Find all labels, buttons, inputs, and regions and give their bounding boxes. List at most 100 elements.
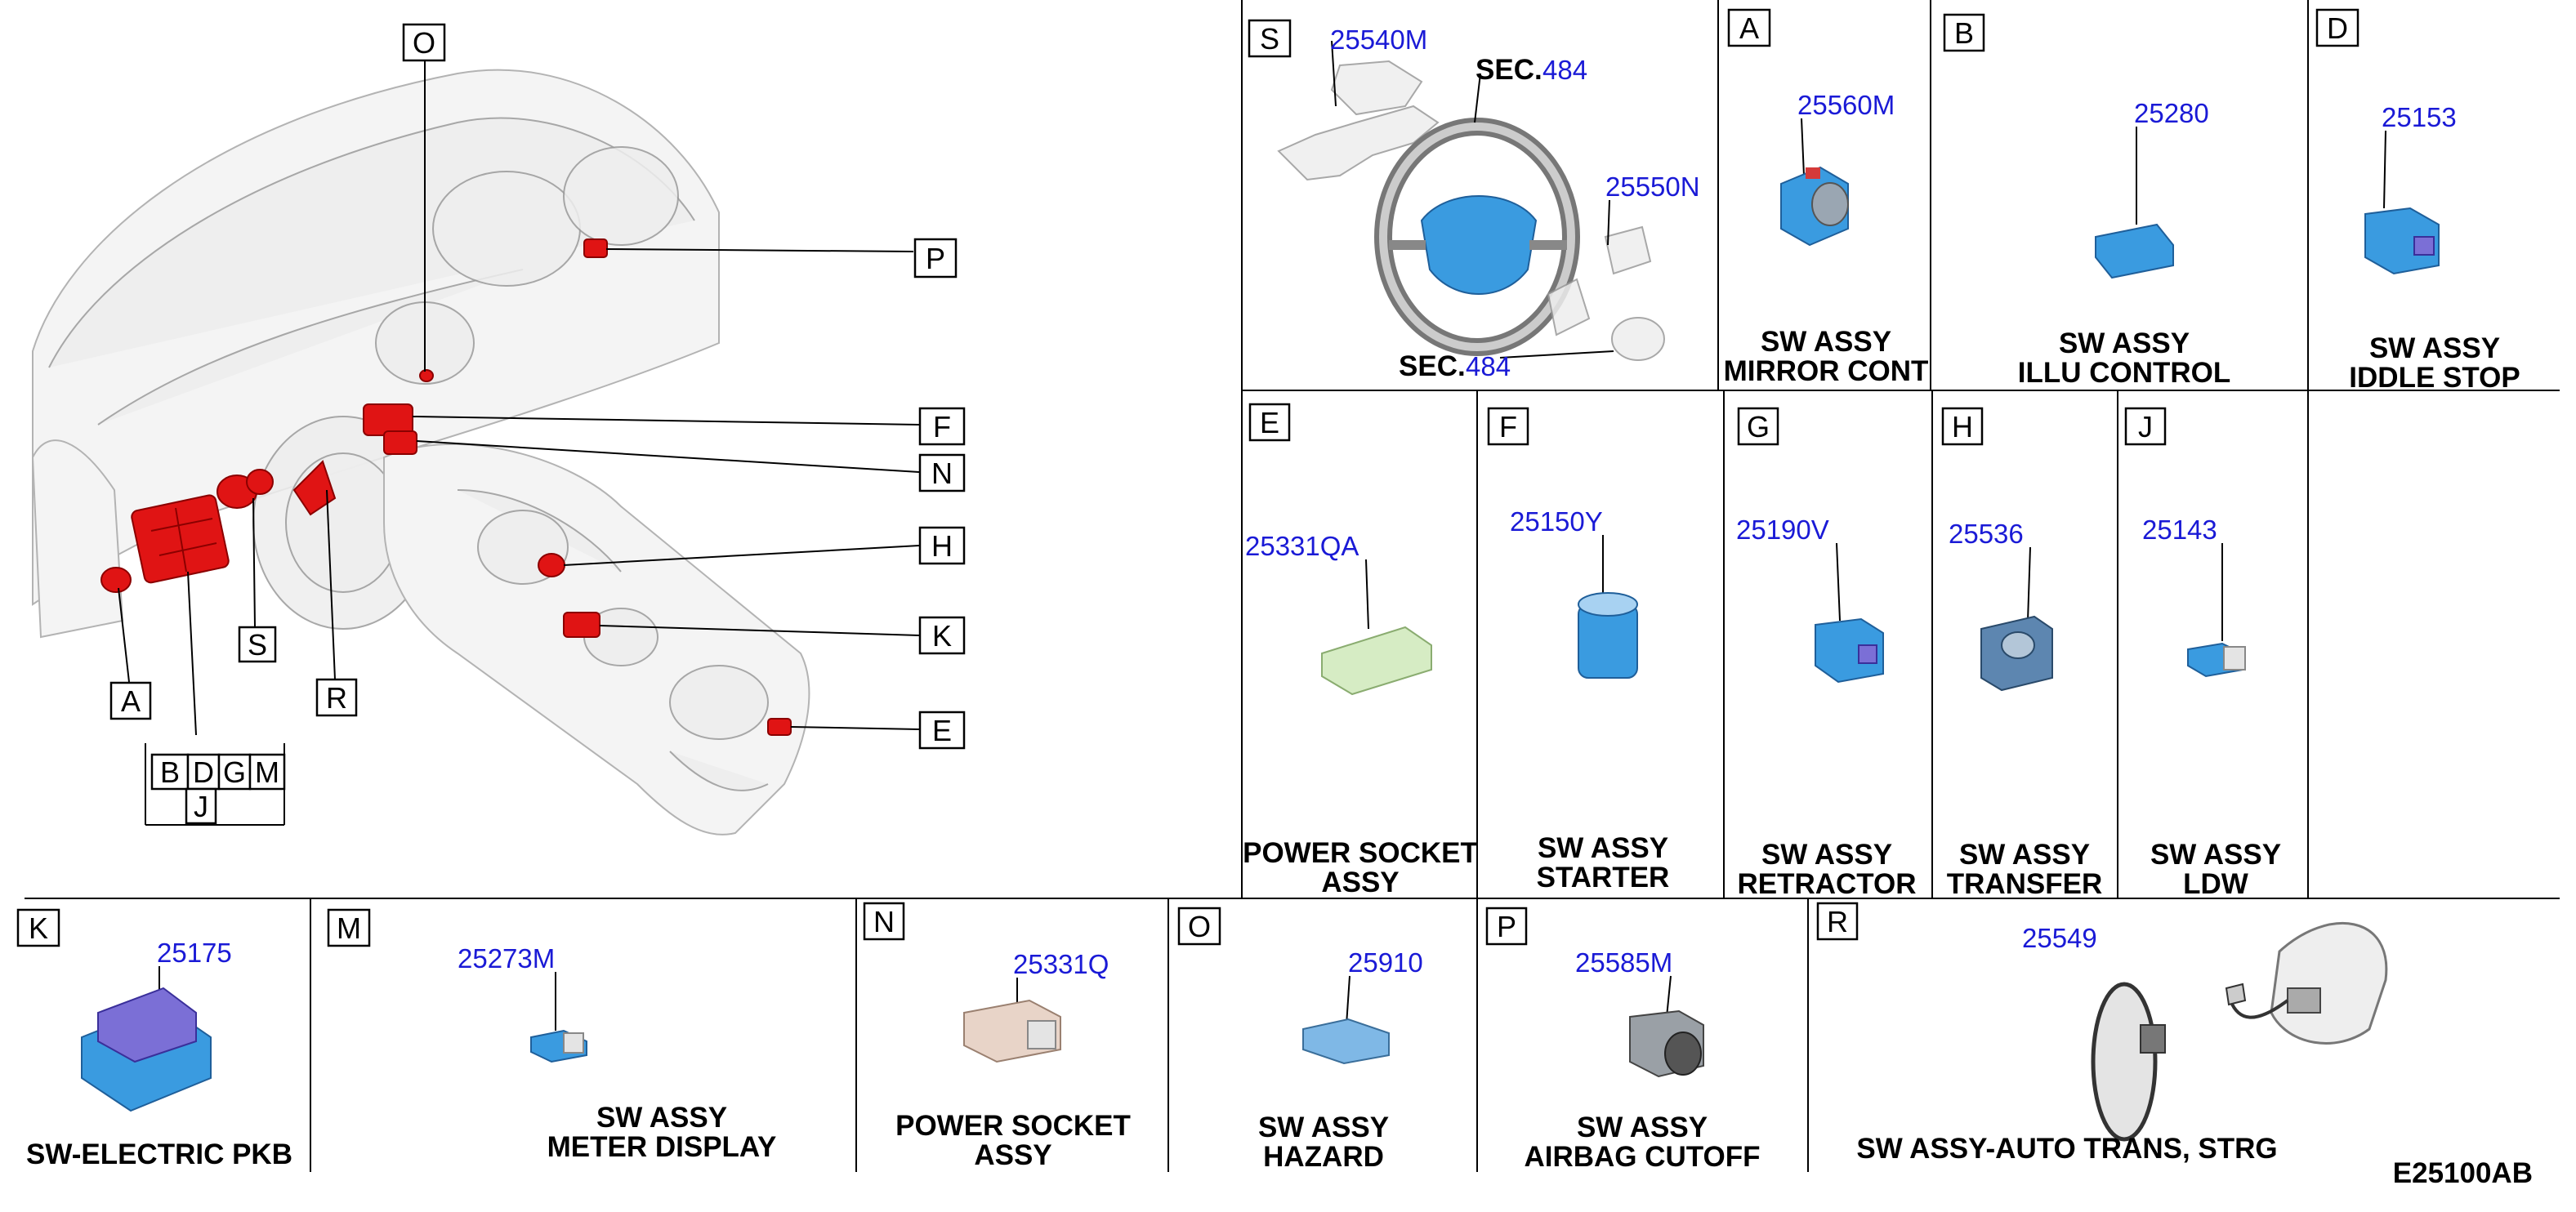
retractor-switch-illustration xyxy=(1815,617,1884,684)
panel-grid xyxy=(25,0,2560,1172)
idle-stop-switch-illustration xyxy=(2364,207,2440,275)
callout-o: O xyxy=(402,23,446,62)
svg-text:SW ASSY: SW ASSY xyxy=(2150,839,2281,871)
hazard-switch-illustration xyxy=(1302,1018,1390,1065)
svg-text:N: N xyxy=(931,457,953,490)
power-socket-n-illustration xyxy=(963,999,1061,1063)
panel-g: G 25190V SW ASSY RETRACTOR xyxy=(1736,407,1917,900)
svg-text:484: 484 xyxy=(1542,55,1587,85)
panel-b: B 25280 SW ASSY ILLU CONTROL xyxy=(1943,13,2231,389)
svg-text:P: P xyxy=(926,242,945,275)
panel-a: A 25560M SW ASSY MIRROR CONT xyxy=(1724,8,1929,387)
overview-leaders xyxy=(118,57,920,826)
svg-text:IDDLE STOP: IDDLE STOP xyxy=(2349,362,2520,394)
panel-k: K 25175 SW-ELECTRIC PKB xyxy=(16,908,292,1170)
svg-text:SEC.: SEC. xyxy=(1399,350,1466,382)
svg-text:HAZARD: HAZARD xyxy=(1263,1141,1384,1173)
svg-text:SW ASSY: SW ASSY xyxy=(1258,1112,1389,1143)
svg-text:25175: 25175 xyxy=(157,938,232,968)
switch-e-mark xyxy=(767,718,792,736)
svg-text:SW ASSY: SW ASSY xyxy=(2059,328,2190,359)
svg-text:SW ASSY: SW ASSY xyxy=(1959,839,2090,871)
svg-text:LDW: LDW xyxy=(2183,868,2248,900)
svg-text:B: B xyxy=(1954,16,1974,50)
svg-text:N: N xyxy=(873,905,895,938)
steering-wheel-illustration xyxy=(1374,118,1580,356)
ldw-switch-illustration xyxy=(2187,642,2246,678)
svg-text:E: E xyxy=(932,714,952,747)
svg-text:25585M: 25585M xyxy=(1575,947,1672,978)
highlighted-switches xyxy=(100,238,792,736)
svg-text:25190V: 25190V xyxy=(1736,515,1829,545)
svg-text:SW ASSY: SW ASSY xyxy=(2369,332,2500,364)
power-socket-e-illustration xyxy=(1321,626,1432,696)
svg-text:M: M xyxy=(337,911,361,945)
svg-text:25331Q: 25331Q xyxy=(1013,949,1109,979)
panel-o: O 25910 SW ASSY HAZARD xyxy=(1177,907,1423,1173)
callout-f: F xyxy=(918,407,966,446)
svg-text:SW ASSY: SW ASSY xyxy=(1538,832,1668,864)
switch-r-mark xyxy=(292,460,337,516)
steering-switch-illustration xyxy=(1547,225,1665,361)
panel-h: H 25536 SW ASSY TRANSFER xyxy=(1941,407,2103,900)
svg-text:SW ASSY: SW ASSY xyxy=(1761,326,1891,358)
svg-text:25331QA: 25331QA xyxy=(1245,531,1359,561)
illu-control-switch-illustration xyxy=(2095,223,2174,279)
svg-text:25280: 25280 xyxy=(2134,98,2209,128)
svg-text:O: O xyxy=(1188,910,1211,943)
svg-text:25153: 25153 xyxy=(2382,102,2457,132)
overview-callouts: O P F N H K E S R A B D G M J xyxy=(109,23,966,825)
svg-text:R: R xyxy=(326,681,347,715)
panel-p: P 25585M SW ASSY AIRBAG CUTOFF xyxy=(1485,907,1761,1173)
svg-text:G: G xyxy=(1747,410,1770,443)
svg-text:B: B xyxy=(160,755,180,789)
svg-text:J: J xyxy=(194,790,208,823)
switch-p-mark xyxy=(583,238,608,258)
starter-switch-illustration xyxy=(1578,592,1638,679)
svg-text:D: D xyxy=(193,755,214,789)
svg-text:J: J xyxy=(2138,410,2153,443)
switch-a-mark xyxy=(100,567,132,593)
callout-p: P xyxy=(913,238,958,278)
svg-text:25273M: 25273M xyxy=(458,943,555,974)
svg-text:S: S xyxy=(1260,22,1279,56)
callout-k: K xyxy=(918,616,966,655)
svg-text:ASSY: ASSY xyxy=(1321,867,1399,898)
panel-s: S 25540M SEC. 484 25550N SEC. 484 xyxy=(1248,19,1700,382)
callout-a: A xyxy=(109,681,152,720)
mirror-switch-illustration xyxy=(1780,166,1849,247)
panel-n: N 25331Q POWER SOCKET ASSY xyxy=(863,902,1131,1171)
panel-m: M 25273M SW ASSY METER DISPLAY xyxy=(327,908,776,1163)
svg-text:D: D xyxy=(2327,11,2348,45)
svg-text:M: M xyxy=(255,755,279,789)
svg-text:F: F xyxy=(1499,410,1517,443)
svg-text:H: H xyxy=(931,529,953,563)
svg-text:AIRBAG CUTOFF: AIRBAG CUTOFF xyxy=(1524,1141,1760,1173)
svg-text:SEC.: SEC. xyxy=(1476,54,1542,86)
svg-text:G: G xyxy=(223,755,246,789)
svg-text:P: P xyxy=(1497,910,1516,943)
panel-d: D 25153 SW ASSY IDDLE STOP xyxy=(2315,8,2520,394)
transfer-switch-illustration xyxy=(1980,615,2053,692)
panel-j: J 25143 SW ASSY LDW xyxy=(2124,407,2281,900)
svg-text:O: O xyxy=(413,26,435,60)
svg-text:25910: 25910 xyxy=(1348,947,1423,978)
svg-text:A: A xyxy=(121,684,141,718)
svg-text:TRANSFER: TRANSFER xyxy=(1947,868,2103,900)
dashboard-overview xyxy=(31,69,810,835)
svg-text:SW ASSY: SW ASSY xyxy=(1761,839,1892,871)
electric-pkb-switch-illustration xyxy=(81,987,212,1112)
auto-trans-strg-switch-illustration xyxy=(2091,922,2388,1142)
panel-r: R 25549 SW ASSY-AUTO TRANS, STRG xyxy=(1816,902,2388,1165)
svg-text:S: S xyxy=(248,628,267,662)
switch-o-mark xyxy=(419,369,434,382)
callout-h: H xyxy=(918,526,966,565)
svg-text:MIRROR CONT: MIRROR CONT xyxy=(1724,355,1929,387)
svg-text:ILLU CONTROL: ILLU CONTROL xyxy=(2018,357,2231,389)
svg-text:STARTER: STARTER xyxy=(1537,862,1670,893)
svg-text:SW ASSY-AUTO TRANS, STRG: SW ASSY-AUTO TRANS, STRG xyxy=(1856,1133,2277,1165)
callout-n: N xyxy=(918,453,966,492)
svg-text:25549: 25549 xyxy=(2022,923,2097,953)
callout-s: S xyxy=(238,626,277,663)
